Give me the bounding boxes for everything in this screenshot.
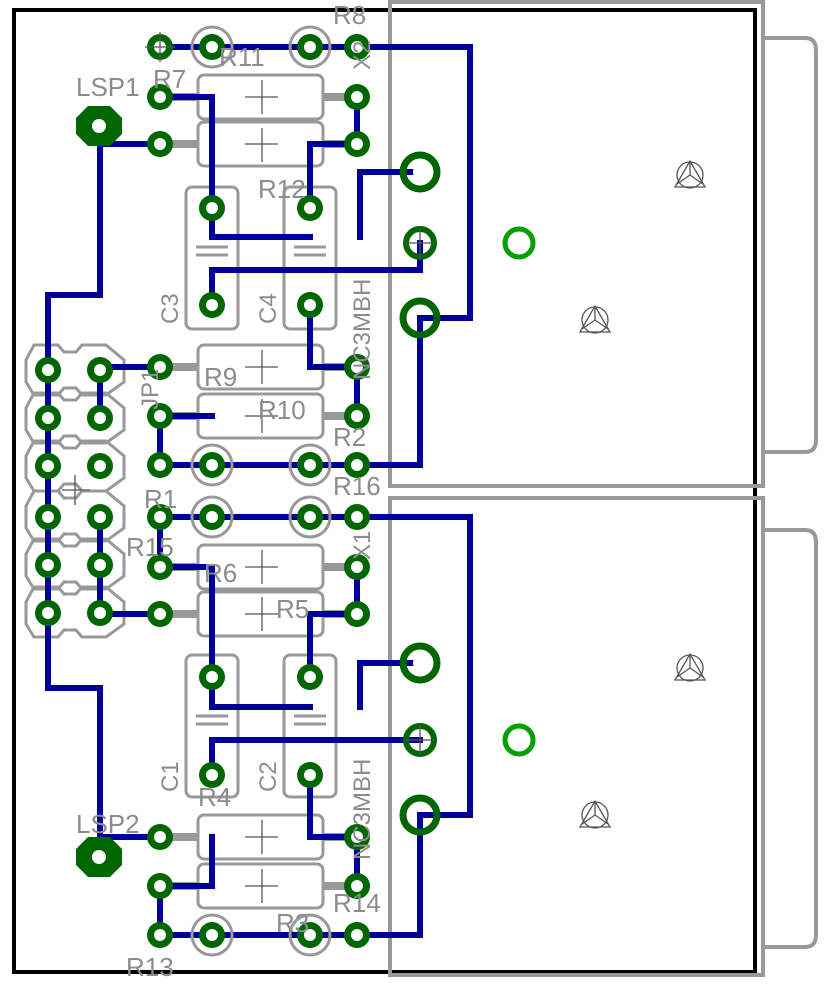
jp1-header-outline bbox=[24, 343, 126, 639]
label-r15: R15 bbox=[126, 532, 174, 562]
label-c4: C4 bbox=[255, 293, 282, 324]
label-c1: C1 bbox=[157, 761, 184, 792]
label-r5: R5 bbox=[276, 594, 309, 624]
label-r2: R2 bbox=[333, 422, 366, 452]
label-r8: R8 bbox=[333, 0, 366, 30]
label-r7: R7 bbox=[153, 64, 186, 94]
xlr-connector-top bbox=[388, 0, 818, 488]
label-r4: R4 bbox=[198, 782, 231, 812]
pin-marker-icon bbox=[145, 32, 435, 755]
trimmer-pad-rings bbox=[190, 25, 332, 957]
xlr-connector-bottom bbox=[388, 496, 818, 977]
label-jp1: JP1 bbox=[137, 369, 164, 410]
label-r3: R3 bbox=[276, 908, 309, 938]
label-r6: R6 bbox=[204, 558, 237, 588]
label-r14: R14 bbox=[333, 888, 381, 918]
label-x2: X2 bbox=[349, 41, 376, 70]
resistor-marks bbox=[245, 80, 278, 903]
copper-traces bbox=[45, 44, 473, 938]
board-outline bbox=[12, 8, 757, 974]
label-nc3mbh-bottom: NC3MBH bbox=[349, 759, 376, 860]
label-lsp2: LSP2 bbox=[76, 809, 140, 839]
capacitor-marks bbox=[196, 245, 326, 726]
silkscreen-labels: LSP1 LSP2 R7 R8 R11 R12 R9 R10 R2 R16 R1… bbox=[76, 0, 381, 982]
label-lsp1: LSP1 bbox=[76, 72, 140, 102]
label-c3: C3 bbox=[157, 293, 184, 324]
label-r10: R10 bbox=[258, 395, 306, 425]
label-r16: R16 bbox=[333, 471, 381, 501]
lsp-pads bbox=[76, 106, 122, 877]
label-r11: R11 bbox=[219, 42, 265, 72]
jp1-center-cross bbox=[62, 475, 90, 505]
label-r12: R12 bbox=[258, 174, 306, 204]
label-r1: R1 bbox=[144, 484, 177, 514]
label-r13: R13 bbox=[126, 952, 174, 982]
label-r9: R9 bbox=[204, 362, 237, 392]
label-c2: C2 bbox=[255, 761, 282, 792]
label-nc3mbh-top: NC3MBH bbox=[349, 279, 376, 380]
label-x1: X1 bbox=[349, 531, 376, 560]
xlr-connector-icon bbox=[579, 160, 706, 829]
